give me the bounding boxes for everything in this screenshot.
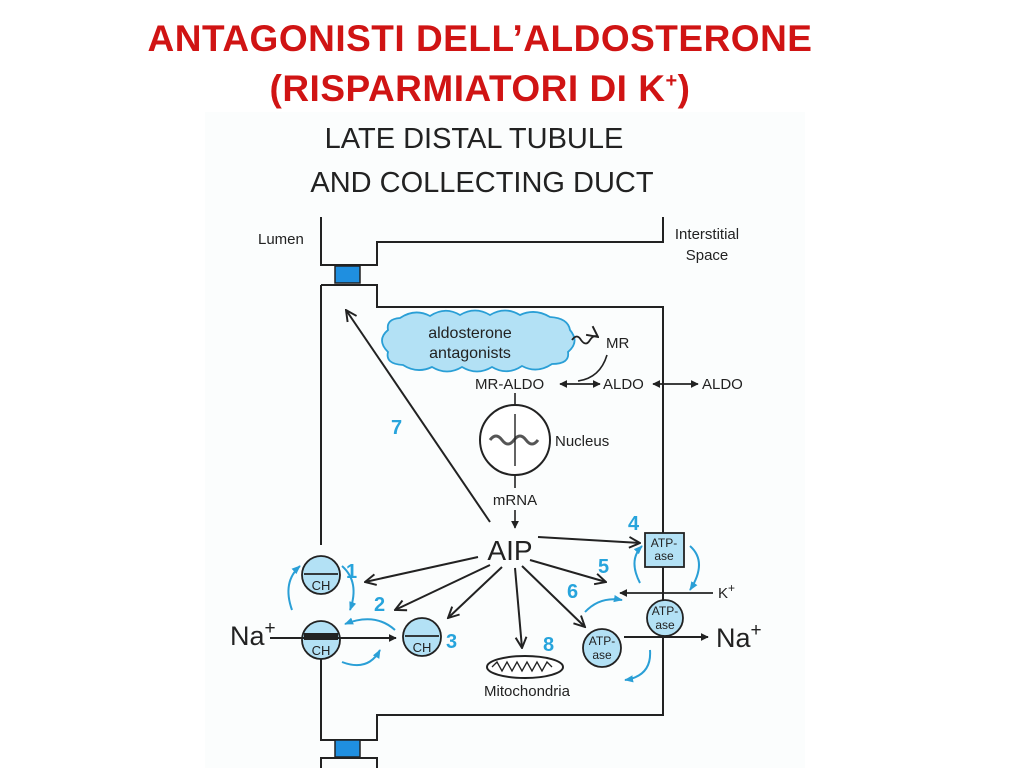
arrow-5 bbox=[529, 559, 606, 582]
lower-cell-outline bbox=[320, 757, 378, 768]
mitochondria-label: Mitochondria bbox=[484, 683, 571, 700]
na-right-plus: + bbox=[751, 620, 762, 641]
aip-label: AIP bbox=[487, 535, 532, 566]
step-number-3: 3 bbox=[446, 631, 457, 653]
atpase-4-label-line-2: ase bbox=[654, 549, 674, 563]
arrow-4 bbox=[537, 536, 640, 543]
atpase-6-cycle-arrow bbox=[584, 595, 623, 613]
mr-aldo-label: MR-ALDO bbox=[475, 376, 544, 393]
k-text: K bbox=[718, 585, 728, 602]
channel-label-upper: CH bbox=[312, 578, 331, 593]
channel-lower-cycle-arrow-top bbox=[344, 617, 396, 631]
aldo-outer-label: ALDO bbox=[702, 376, 743, 393]
channel-label-lower: CH bbox=[312, 643, 331, 658]
atpase-box-4 bbox=[644, 532, 685, 568]
title-superscript: + bbox=[665, 70, 678, 92]
interstitial-label-line-2: Space bbox=[686, 247, 729, 264]
channel-3: CH bbox=[402, 617, 442, 657]
aldosterone-antagonists-blob bbox=[381, 309, 576, 373]
step-number-6: 6 bbox=[567, 581, 578, 603]
na-right-text: Na bbox=[716, 623, 751, 653]
title-line-2: (RISPARMIATORI DI K+) bbox=[0, 60, 960, 110]
na-left-plus: + bbox=[265, 618, 276, 639]
tight-junction-top bbox=[334, 265, 361, 284]
arrow-6 bbox=[521, 565, 585, 627]
channel-3-label: CH bbox=[413, 640, 432, 655]
k-plus: + bbox=[728, 581, 735, 595]
mrna-label: mRNA bbox=[493, 492, 537, 509]
arrow-7 bbox=[346, 310, 491, 523]
mr-to-mr-aldo-curve bbox=[577, 354, 608, 382]
lumen-label: Lumen bbox=[258, 231, 304, 248]
atpase-6-label-line-1: ATP- bbox=[589, 634, 615, 648]
title-line-2-prefix: (RISPARMIATORI DI K bbox=[269, 68, 666, 109]
mitochondria bbox=[486, 655, 564, 679]
atpase-6-label-line-2: ase bbox=[592, 648, 612, 662]
title-line-2-suffix: ) bbox=[677, 68, 691, 109]
step-number-2: 2 bbox=[374, 594, 385, 616]
channel-1-cycle-arrow-right bbox=[341, 565, 357, 611]
step-number-4: 4 bbox=[628, 513, 640, 535]
step-number-7: 7 bbox=[391, 417, 402, 439]
arrow-3 bbox=[448, 566, 503, 618]
channel-1-cycle-arrow bbox=[287, 565, 301, 611]
slide-title: ANTAGONISTI DELL’ALDOSTERONE (RISPARMIAT… bbox=[0, 18, 960, 110]
blocking-squiggle-arrow bbox=[571, 336, 598, 345]
na-left-text: Na bbox=[230, 621, 265, 651]
aldo-inner-label: ALDO bbox=[603, 376, 644, 393]
k-label: K+ bbox=[718, 581, 735, 602]
dna-strand bbox=[488, 434, 540, 446]
figure-heading-line-1: LATE DISTAL TUBULE bbox=[325, 123, 624, 155]
step-number-1: 1 bbox=[346, 561, 357, 583]
aip-effect-arrows bbox=[346, 310, 640, 648]
atpase-4-cycle-arrow bbox=[633, 545, 643, 584]
atpase-4-label-line-1: ATP- bbox=[651, 536, 677, 550]
step-number-8: 8 bbox=[543, 634, 554, 656]
interstitial-label-line-1: Interstitial bbox=[675, 226, 739, 243]
tight-junction-bottom bbox=[334, 739, 361, 758]
figure-heading-line-2: AND COLLECTING DUCT bbox=[310, 167, 653, 199]
drug-label-line-2: antagonists bbox=[429, 345, 511, 362]
atpase-6-cycle-arrow-bottom bbox=[624, 649, 652, 683]
basolateral-atpase-line-2: ase bbox=[655, 618, 675, 632]
apical-channel-lower: CH bbox=[301, 620, 341, 660]
na-left-label: Na+ bbox=[230, 618, 276, 651]
nucleus-label: Nucleus bbox=[555, 433, 609, 450]
arrow-8 bbox=[514, 567, 522, 648]
step-numbers: 7 1 2 3 8 6 5 4 bbox=[346, 417, 640, 656]
atpase-4-cycle-arrow-right bbox=[689, 545, 700, 591]
drug-label-line-1: aldosterone bbox=[428, 325, 512, 342]
upper-cell-outline bbox=[320, 217, 664, 266]
arrow-2 bbox=[395, 564, 491, 610]
atpase-circle-6 bbox=[582, 628, 622, 668]
basolateral-atpase-line-1: ATP- bbox=[652, 604, 678, 618]
na-right-label: Na+ bbox=[716, 620, 762, 653]
step-number-5: 5 bbox=[598, 556, 609, 578]
title-line-1: ANTAGONISTI DELL’ALDOSTERONE bbox=[147, 18, 813, 59]
mr-label: MR bbox=[606, 335, 629, 352]
apical-channel-upper: CH bbox=[301, 555, 341, 595]
channel-lower-cycle-arrow bbox=[341, 649, 381, 666]
arrow-1 bbox=[365, 556, 479, 582]
